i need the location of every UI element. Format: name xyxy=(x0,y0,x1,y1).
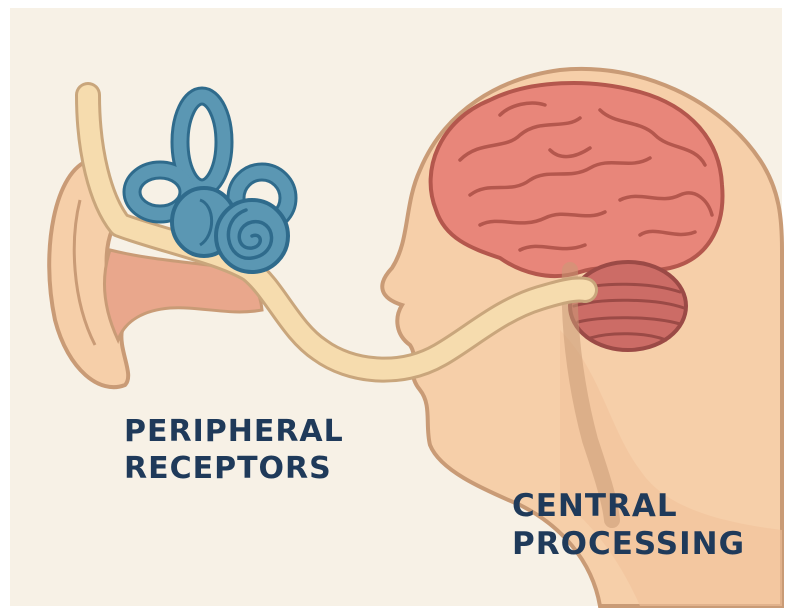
central-processing-label: CENTRAL PROCESSING xyxy=(512,488,745,564)
peripheral-label-line1: PERIPHERAL xyxy=(124,414,344,451)
central-label-line2: PROCESSING xyxy=(512,526,745,564)
brain-icon xyxy=(431,83,723,276)
peripheral-label-line2: RECEPTORS xyxy=(124,451,344,488)
cerebellum-icon xyxy=(570,262,686,350)
peripheral-receptors-label: PERIPHERAL RECEPTORS xyxy=(124,414,344,487)
central-label-line1: CENTRAL xyxy=(512,488,745,526)
